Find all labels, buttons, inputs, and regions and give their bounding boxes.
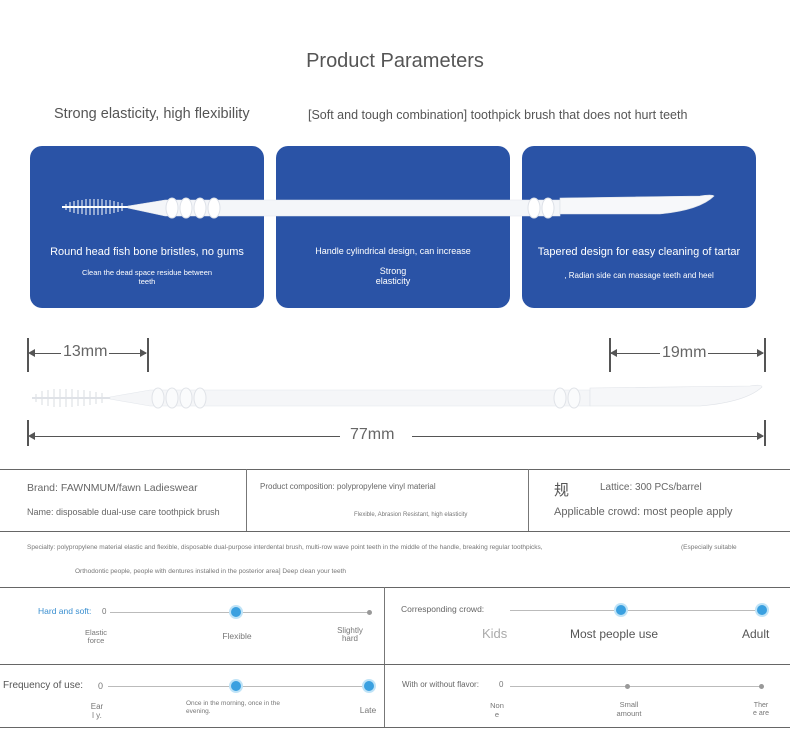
scale-frequency-label: Frequency of use: [3,680,84,691]
scale-frequency-marker [364,681,374,691]
scale-crowd-tick: Most people use [570,627,659,641]
scale-hardness-tick: Flexible [222,631,252,641]
scale-crowd-label: Corresponding crowd: [401,604,485,614]
page-title: Product Parameters [306,50,484,72]
spec-specialty-1: Specialty: polypropylene material elasti… [27,544,543,551]
card-sub2: teeth [138,277,156,286]
scale-hardness-label: Hard and soft: [38,606,92,616]
scale-frequency-marker [231,681,241,691]
dimension-left: 13mm [61,343,110,361]
card-heading: Tapered design for easy cleaning of tart… [537,246,741,258]
card-heading: Handle cylindrical design, can increase [315,246,471,256]
scale-frequency-tick: Earl y. [90,702,104,720]
subtitle-left: Strong elasticity, high flexibility [54,106,250,122]
scale-flavor-point [759,684,764,689]
scale-flavor-track [510,686,764,687]
scale-flavor-label: With or without flavor: [402,680,479,689]
subtitle-right: [Soft and tough combination] toothpick b… [308,108,688,122]
scale-hardness-end [367,610,372,615]
feature-card-head: Round head fish bone bristles, no gums C… [30,146,264,308]
scale-flavor-tick: Non e [490,701,504,719]
scale-crowd-track [510,610,764,611]
card-sub2: elasticity [375,276,411,286]
spec-lattice: Lattice: 300 PCs/barrel [600,482,702,493]
spec-composition-note: Flexible, Abrasion Resistant, high elast… [354,512,468,518]
toothpick-image-top [62,194,715,219]
scale-frequency-zero: 0 [98,681,104,691]
card-sub1: Strong [379,266,407,276]
feature-card-handle: Handle cylindrical design, can increase … [276,146,510,308]
spec-specialty-suffix: (Especially suitable [681,544,737,551]
spec-gui-char: 规 [554,482,570,499]
scale-flavor-tick: Small amount [616,700,642,718]
scale-crowd-tick: Kids [482,626,508,641]
dimension-total: 77mm [340,426,413,444]
spec-composition: Product composition: polypropylene vinyl… [260,482,436,491]
card-sub1: Clean the dead space residue between [81,268,213,277]
scale-crowd-marker [757,605,767,615]
card-sub1: , Radian side can massage teeth and heel [564,271,714,280]
spec-name: Name: disposable dual-use care toothpick… [27,507,220,517]
scale-frequency-tick: Late [359,705,377,715]
feature-card-tip: Tapered design for easy cleaning of tart… [522,146,756,308]
scale-hardness-tick: Elastic force [84,628,108,645]
scale-frequency-tick: Once in the morning, once in the evening… [186,700,280,715]
scale-flavor-point [625,684,630,689]
scale-hardness-zero: 0 [102,607,107,616]
spec-brand: Brand: FAWNMUM/fawn Ladieswear [27,482,198,494]
scale-flavor-tick: Ther e are [753,702,769,717]
scale-crowd-marker [616,605,626,615]
dimension-right: 19mm [660,344,709,362]
scale-hardness-tick: Slightly hard [337,626,363,643]
scale-hardness-marker [231,607,241,617]
toothpick-image-bottom [32,384,763,409]
scale-flavor-zero: 0 [499,680,504,689]
spec-crowd: Applicable crowd: most people apply [554,506,733,518]
card-heading: Round head fish bone bristles, no gums [50,246,244,258]
spec-specialty-2: Orthodontic people, people with dentures… [75,568,347,575]
scale-crowd-tick: Adult [742,627,770,641]
